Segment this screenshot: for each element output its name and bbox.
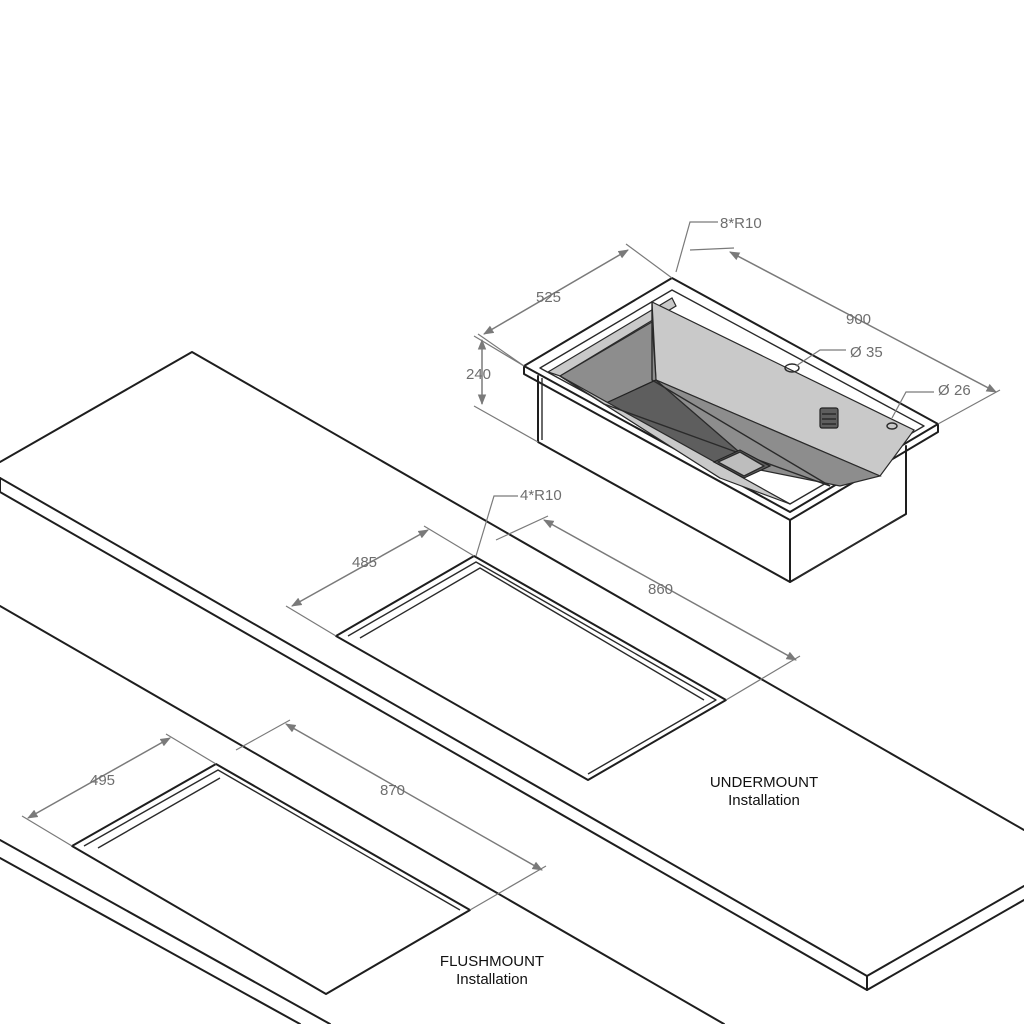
flushmount-countertop <box>0 605 725 1024</box>
sink-dim-hole-large: 35 <box>866 344 883 361</box>
sink-dim-hole-small: 26 <box>954 382 971 399</box>
undermount-dim-radius: 4*R10 <box>520 487 562 504</box>
diameter-symbol-small: Ø <box>938 382 950 399</box>
sink-dimensions <box>473 221 1001 443</box>
undermount-label-title: UNDERMOUNT <box>710 774 818 791</box>
flushmount-dimensions <box>21 719 547 911</box>
undermount-dimensions <box>285 495 801 701</box>
undermount-label-subtitle: Installation <box>728 792 800 809</box>
sink-dim-length: 900 <box>846 311 871 328</box>
flushmount-dim-length: 870 <box>380 782 405 799</box>
flushmount-label-subtitle: Installation <box>456 971 528 988</box>
flushmount-cutout <box>71 763 471 995</box>
sink-dim-depth: 525 <box>536 289 561 306</box>
sink-dim-height: 240 <box>466 366 491 383</box>
sink-isometric <box>523 277 939 583</box>
undermount-dim-width: 485 <box>352 554 377 571</box>
flushmount-label-title: FLUSHMOUNT <box>440 953 544 970</box>
sink-dim-radius: 8*R10 <box>720 215 762 232</box>
diameter-symbol-large: Ø <box>850 344 862 361</box>
flushmount-dim-width: 495 <box>90 772 115 789</box>
undermount-dim-length: 860 <box>648 581 673 598</box>
